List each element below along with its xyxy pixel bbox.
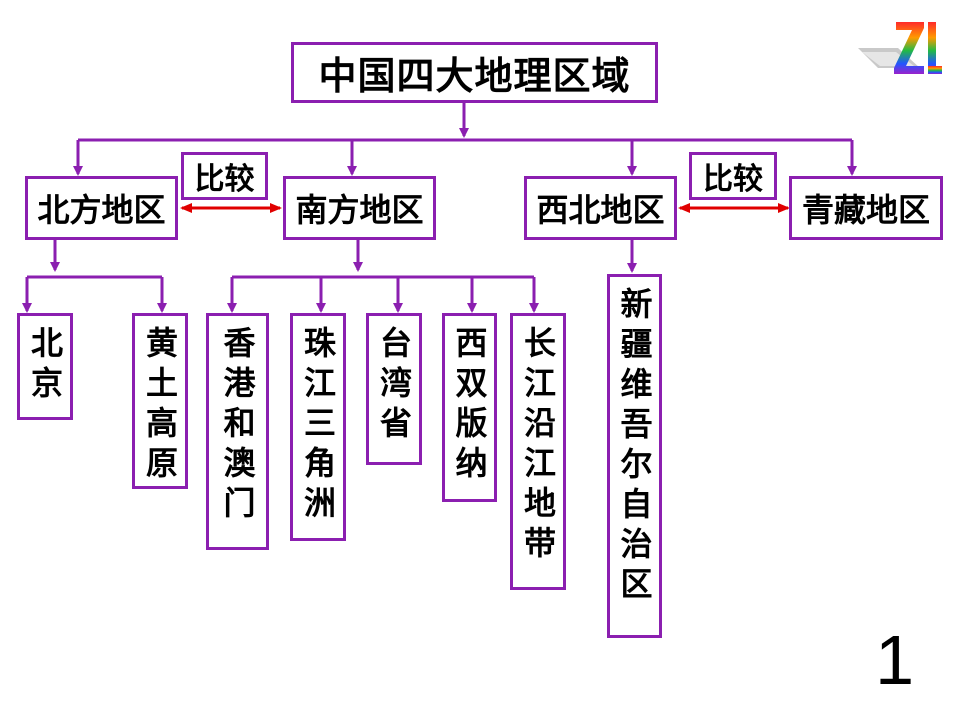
northwest-example-xinjiang: 新疆维吾尔自治区 [607, 274, 662, 638]
south-example-label: 西双版纳 [450, 326, 489, 486]
south-example-label: 台湾省 [375, 326, 413, 446]
south-example-label: 珠江三角洲 [299, 326, 337, 526]
region-north: 北方地区 [25, 176, 178, 240]
south-example-label: 长江沿江地带 [519, 326, 557, 566]
south-example-label: 香港和澳门 [218, 326, 257, 526]
northwest-example-label: 新疆维吾尔自治区 [615, 287, 654, 607]
zl-logo-icon [858, 18, 942, 80]
south-example-taiwan: 台湾省 [366, 313, 422, 465]
south-example-xishuangbanna: 西双版纳 [442, 313, 497, 502]
compare-label-left: 比较 [181, 152, 268, 200]
region-south: 南方地区 [283, 176, 436, 240]
region-northwest: 西北地区 [524, 176, 677, 240]
north-example-label: 北京 [26, 326, 64, 406]
diagram-title: 中国四大地理区域 [291, 42, 658, 103]
page-number: 1 [875, 621, 914, 699]
north-example-beijing: 北京 [17, 313, 73, 420]
south-example-hk-macau: 香港和澳门 [206, 313, 269, 550]
region-qingzang: 青藏地区 [789, 176, 943, 240]
south-example-yangtze: 长江沿江地带 [510, 313, 566, 590]
north-example-label: 黄土高原 [141, 326, 179, 486]
south-example-pearl-delta: 珠江三角洲 [290, 313, 346, 541]
north-example-loess: 黄土高原 [132, 313, 188, 489]
compare-label-right: 比较 [689, 152, 777, 200]
